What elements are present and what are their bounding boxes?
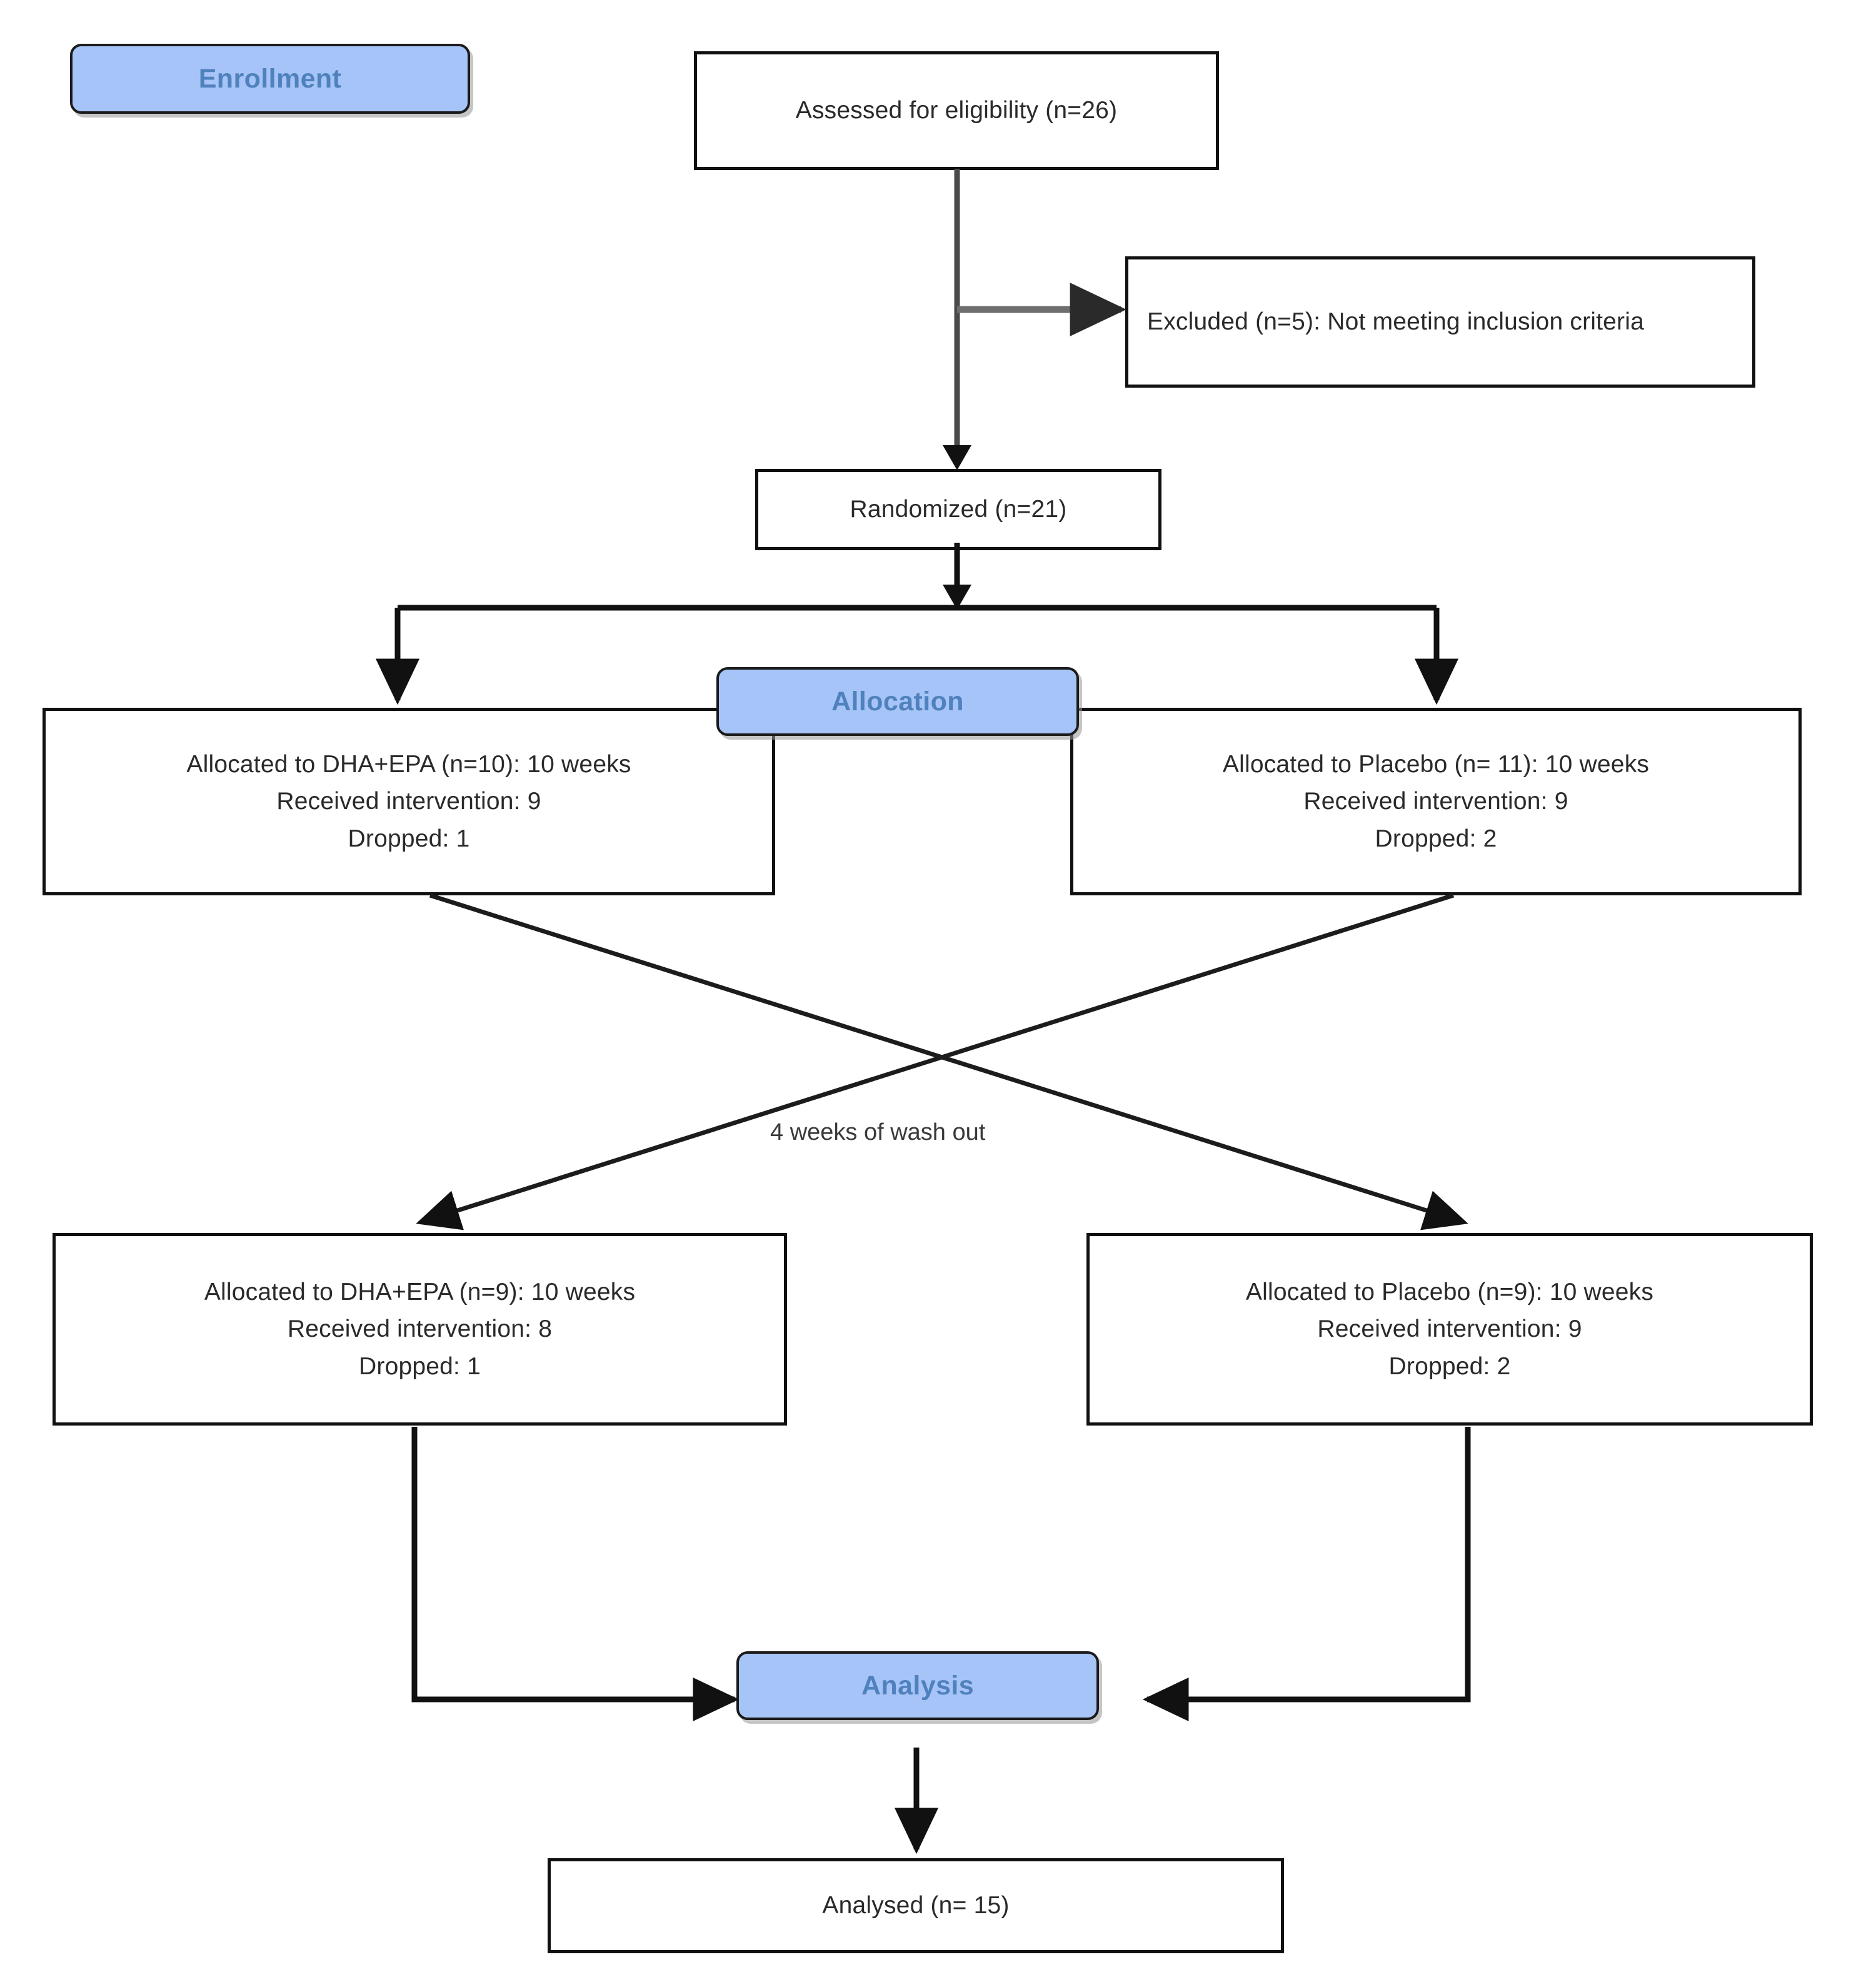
node-period1-left-line-2: Received intervention: 9 (276, 788, 541, 815)
phase-label-analysis-text: Analysis (861, 1670, 975, 1701)
node-period1-right-line-1: Allocated to Placebo (n= 11): 10 weeks (1222, 751, 1650, 778)
edge-crossover-right-to-left (416, 893, 1455, 1230)
node-period2-left-line-1: Allocated to DHA+EPA (n=9): 10 weeks (204, 1279, 636, 1306)
node-assessed-line-1: Assessed for eligibility (n=26) (795, 97, 1118, 124)
node-period1-dha-epa: Allocated to DHA+EPA (n=10): 10 weeks Re… (43, 708, 775, 895)
edge-label-washout: 4 weeks of wash out (764, 1119, 992, 1146)
node-period2-left-line-3: Dropped: 1 (359, 1352, 481, 1380)
edge-period2-left-to-analysis (411, 1427, 740, 1722)
phase-label-enrollment-text: Enrollment (198, 63, 342, 94)
node-analysed-line-1: Analysed (n= 15) (822, 1892, 1010, 1919)
node-excluded: Excluded (n=5): Not meeting inclusion cr… (1125, 256, 1755, 388)
node-period1-left-line-1: Allocated to DHA+EPA (n=10): 10 weeks (186, 751, 631, 778)
arrowhead-randomized-split (943, 585, 971, 610)
node-assessed-for-eligibility: Assessed for eligibility (n=26) (694, 51, 1219, 170)
phase-label-analysis: Analysis (736, 1651, 1099, 1720)
node-period2-placebo: Allocated to Placebo (n=9): 10 weeks Rec… (1086, 1233, 1813, 1426)
node-period1-right-line-3: Dropped: 2 (1375, 825, 1497, 852)
phase-label-allocation: Allocation (716, 667, 1079, 736)
edge-period2-right-to-analysis (1142, 1427, 1471, 1722)
node-period2-right-line-1: Allocated to Placebo (n=9): 10 weeks (1245, 1279, 1654, 1306)
node-analysed: Analysed (n= 15) (548, 1858, 1284, 1953)
node-excluded-line-1: Excluded (n=5): Not meeting inclusion cr… (1147, 308, 1644, 336)
phase-label-allocation-text: Allocation (831, 686, 964, 717)
node-period1-placebo: Allocated to Placebo (n= 11): 10 weeks R… (1070, 708, 1802, 895)
node-period1-right-line-2: Received intervention: 9 (1303, 788, 1568, 815)
edge-crossover-left-to-right (429, 893, 1468, 1230)
node-period2-dha-epa: Allocated to DHA+EPA (n=9): 10 weeks Rec… (53, 1233, 787, 1426)
node-period2-left-line-2: Received intervention: 8 (287, 1316, 553, 1343)
node-period2-right-line-3: Dropped: 2 (1388, 1352, 1511, 1380)
node-randomized-line-1: Randomized (n=21) (850, 496, 1067, 523)
phase-label-enrollment: Enrollment (70, 44, 470, 114)
node-randomized: Randomized (n=21) (755, 469, 1161, 550)
node-period2-right-line-2: Received intervention: 9 (1317, 1316, 1582, 1343)
arrowhead-into-randomized (943, 445, 971, 470)
node-period1-left-line-3: Dropped: 1 (348, 825, 470, 852)
